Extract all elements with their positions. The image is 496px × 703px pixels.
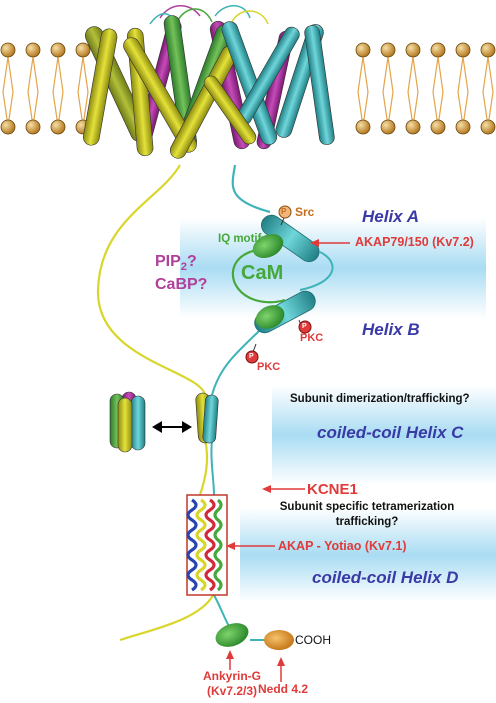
helix-c-tetramer bbox=[109, 391, 146, 453]
cabp-label: CaBP? bbox=[155, 276, 208, 293]
yellow-subunit-chain bbox=[96, 164, 207, 396]
double-arrow-icon bbox=[152, 421, 192, 433]
pip2-sub: 2 bbox=[180, 261, 188, 274]
helix-b-label: Helix B bbox=[362, 320, 420, 339]
calmodulin-linker bbox=[231, 248, 286, 304]
ankyrin-label-1: Ankyrin-G bbox=[202, 669, 261, 683]
tetramerization-label-2: trafficking? bbox=[335, 516, 399, 528]
helix-d-coiled-coil bbox=[186, 498, 223, 592]
cooh-label: COOH bbox=[295, 633, 331, 647]
pip2-label: PIP2? bbox=[155, 254, 197, 273]
helix-c-band bbox=[272, 385, 496, 485]
phospho-p-pkc-1: P bbox=[302, 323, 307, 330]
yellow-tail bbox=[119, 594, 214, 642]
helix-d-label: coiled-coil Helix D bbox=[312, 568, 459, 587]
src-label: Src bbox=[295, 205, 315, 219]
nedd-blob bbox=[264, 630, 294, 650]
nedd-label: Nedd 4.2 bbox=[257, 682, 308, 696]
cam-label: CaM bbox=[241, 262, 284, 284]
pip2-base: PIP bbox=[155, 253, 181, 270]
phospho-site-pkc-2 bbox=[245, 343, 259, 364]
phospho-site-src bbox=[278, 205, 292, 226]
lipid-heads-left bbox=[0, 42, 91, 135]
pkc-label-2: PKC bbox=[257, 361, 281, 373]
transmembrane-helices bbox=[83, 15, 335, 159]
lipid-bilayer-right bbox=[357, 56, 494, 127]
interactor-arrows bbox=[226, 239, 350, 682]
tetramerization-label-1: Subunit specific tetramerization bbox=[279, 501, 455, 513]
akap-yotiao-label: AKAP - Yotiao (Kv7.1) bbox=[278, 539, 407, 553]
calmodulin-lobe-c bbox=[255, 305, 285, 329]
pkc-label-1: PKC bbox=[300, 332, 324, 344]
pip2-question: ? bbox=[187, 253, 197, 270]
cyan-subunit-chain bbox=[231, 164, 271, 214]
calmodulin-lobe-n bbox=[252, 233, 284, 259]
kcne1-label: KCNE1 bbox=[307, 481, 358, 498]
ankyrin-g-blob bbox=[215, 623, 249, 647]
lipid-bilayer-left bbox=[2, 56, 89, 127]
akap79-label: AKAP79/150 (Kv7.2) bbox=[355, 235, 474, 249]
helix-d-band bbox=[240, 508, 496, 602]
ankyrin-label-2: (Kv7.2/3) bbox=[206, 684, 258, 698]
dimerization-label: Subunit dimerization/trafficking? bbox=[290, 393, 470, 405]
helix-d-box bbox=[186, 494, 228, 596]
helix-c-label: coiled-coil Helix C bbox=[317, 423, 464, 442]
phospho-p-pkc-2: P bbox=[249, 353, 254, 360]
phospho-p-src: P bbox=[281, 207, 287, 216]
helix-a-cylinder bbox=[261, 214, 320, 262]
helix-c-pair bbox=[195, 392, 219, 444]
helix-a-label: Helix A bbox=[362, 207, 420, 226]
lipid-heads-right bbox=[355, 42, 496, 135]
phospho-site-pkc-1 bbox=[298, 319, 312, 334]
iq-motif-label: IQ motif bbox=[218, 233, 262, 245]
